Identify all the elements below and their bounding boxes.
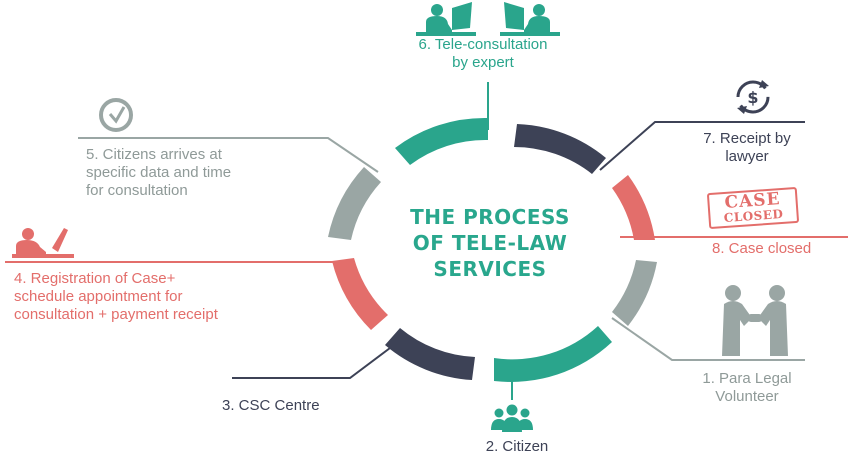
step-3-label: 3. CSC Centre bbox=[222, 397, 320, 414]
ring-segment-gray-right bbox=[612, 260, 657, 326]
connector-line-1 bbox=[611, 317, 805, 361]
ring-segment-navy-top-right bbox=[514, 124, 606, 174]
connector-line-3 bbox=[232, 347, 391, 379]
step-2-label: 2. Citizen bbox=[485, 438, 549, 455]
video-consultation-icon bbox=[416, 2, 560, 36]
group-icon bbox=[491, 404, 533, 432]
connector-line-7 bbox=[599, 121, 805, 171]
step-1-label: 1. Para Legal Volunteer bbox=[702, 370, 792, 405]
clock-icon bbox=[99, 98, 133, 132]
handshake-icon bbox=[722, 285, 788, 356]
ring-segment-gray-left bbox=[328, 167, 381, 240]
step-7-label: 7. Receipt by lawyer bbox=[703, 130, 791, 165]
case-closed-stamp: CASE CLOSED bbox=[706, 186, 800, 230]
ring-segment-salmon-right bbox=[612, 175, 655, 240]
connector-line-5 bbox=[78, 137, 379, 173]
diagram-title: THE PROCESS OF TELE-LAW SERVICES bbox=[410, 205, 570, 281]
svg-text:$: $ bbox=[747, 88, 758, 107]
step-8-label: 8. Case closed bbox=[712, 240, 812, 257]
step-6-label: 6. Tele-consultation by expert bbox=[418, 36, 548, 71]
ring-segment-navy-bottom bbox=[385, 328, 475, 380]
person-at-desk-icon bbox=[12, 228, 74, 258]
step-4-label: 4. Registration of Case+ schedule appoin… bbox=[14, 270, 218, 323]
dollar-cycle-icon: $ bbox=[736, 80, 770, 114]
ring-segment-salmon-left bbox=[332, 258, 388, 330]
step-5-label: 5. Citizens arrives at specific data and… bbox=[86, 146, 232, 199]
ring-segment-teal-top bbox=[395, 117, 488, 165]
ring-segment-teal-bottom bbox=[494, 326, 612, 382]
